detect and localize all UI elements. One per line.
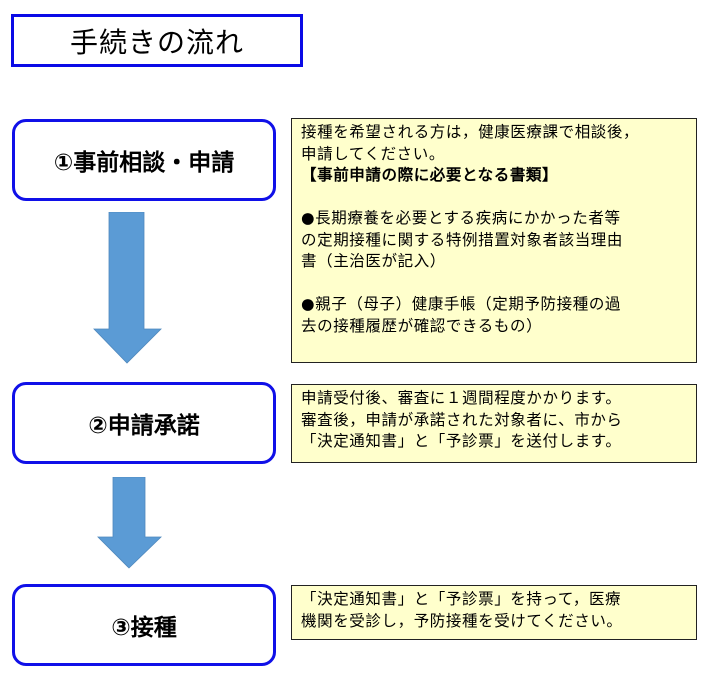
- step-2-label: ②申請承諾: [88, 413, 200, 439]
- step-3-box: ③接種: [12, 584, 276, 666]
- step-2-note: 申請受付後、審査に１週間程度かかります。 審査後，申請が承諾された対象者に、市か…: [291, 384, 697, 463]
- note-text: 審査後，申請が承諾された対象者に、市から: [301, 410, 623, 429]
- document-item-1: の定期接種に関する特例措置対象者該当理由: [301, 230, 624, 249]
- step-1-note: 接種を希望される方は，健康医療課で相談後， 申請してください。 【事前申請の際に…: [291, 118, 697, 363]
- page-title-box: 手続きの流れ: [11, 14, 303, 67]
- step-1-label: ①事前相談・申請: [53, 150, 235, 176]
- step-2-box: ②申請承諾: [12, 382, 276, 464]
- step-3-note: 「決定通知書」と「予診票」を持って，医療 機関を受診し，予防接種を受けてください…: [291, 585, 697, 640]
- note-text: 申請受付後、審査に１週間程度かかります。: [301, 389, 622, 407]
- note-text: 機関を受診し，予防接種を受けてください。: [301, 611, 623, 630]
- note-text: 「決定通知書」と「予診票」を持って，医療: [301, 590, 622, 608]
- document-item-1: 書（主治医が記入）: [301, 252, 446, 270]
- note-text: 「決定通知書」と「予診票」を送付します。: [301, 432, 622, 450]
- page-title: 手続きの流れ: [69, 25, 244, 59]
- note-text: 申請してください。: [301, 144, 445, 163]
- down-arrow-icon: [93, 212, 162, 364]
- step-3-label: ③接種: [111, 615, 177, 641]
- required-documents-heading: 【事前申請の際に必要となる書類】: [301, 166, 559, 184]
- document-item-1: ●長期療養を必要とする疾病にかかった者等: [301, 209, 621, 227]
- document-item-2: ●親子（母子）健康手帳（定期予防接種の過: [301, 295, 622, 313]
- step-1-box: ①事前相談・申請: [12, 119, 276, 201]
- document-item-2: 去の接種履歴が確認できるもの）: [301, 316, 543, 335]
- note-text: 接種を希望される方は，健康医療課で相談後，: [301, 123, 640, 141]
- down-arrow-icon: [97, 477, 162, 569]
